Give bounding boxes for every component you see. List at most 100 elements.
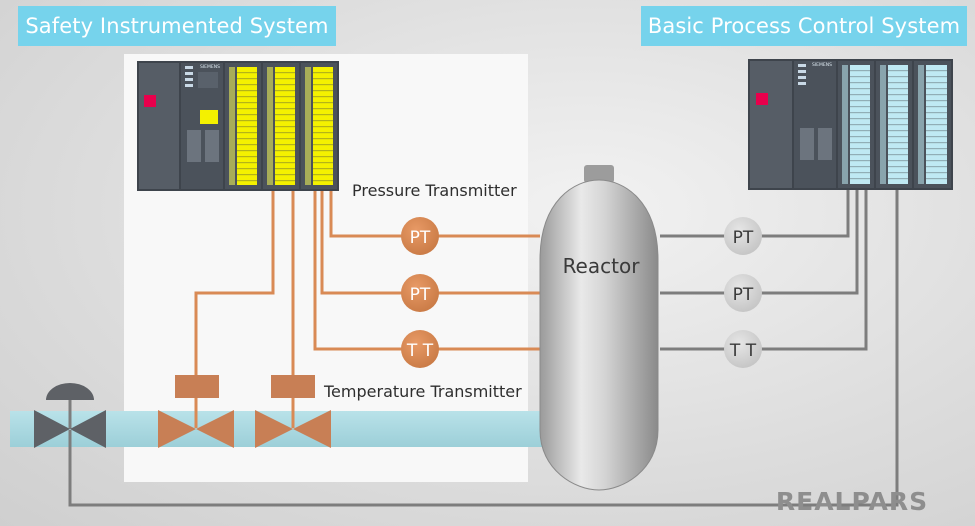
- io-led-stripe: [888, 160, 908, 162]
- io-led-stripe: [926, 88, 947, 90]
- bpcs-plc-rack: SIEMENS: [748, 59, 953, 190]
- io-led-stripe: [275, 78, 295, 80]
- io-led-stripe: [237, 174, 257, 176]
- io-led-stripe: [237, 120, 257, 122]
- io-led-stripe: [888, 112, 908, 114]
- io-led-stripe: [850, 100, 870, 102]
- io-led-stripe: [926, 166, 947, 168]
- bpcs-transmitters: PT PT T T: [724, 217, 762, 368]
- io-led-stripe: [275, 132, 295, 134]
- io-led-stripe: [237, 96, 257, 98]
- sis-temperature-transmitter[interactable]: [401, 330, 439, 368]
- sis-shutdown-valve-2[interactable]: [255, 375, 331, 448]
- bpcs-wiring: [660, 186, 868, 351]
- reactor-label: Reactor: [563, 254, 641, 278]
- bpcs-power-supply: [750, 61, 792, 188]
- bpcs-transmitter-tag: PT: [733, 285, 754, 305]
- pressure-transmitter-label: Pressure Transmitter: [352, 181, 517, 200]
- bpcs-pressure-transmitter-1[interactable]: [724, 217, 762, 255]
- bpcs-pressure-transmitter-2[interactable]: [724, 274, 762, 312]
- sis-shutdown-valve-1[interactable]: [158, 375, 234, 448]
- io-led-stripe: [850, 154, 870, 156]
- io-led-stripe: [237, 126, 257, 128]
- io-led-stripe: [926, 136, 947, 138]
- io-led-stripe: [888, 130, 908, 132]
- bpcs-control-line: [68, 186, 899, 507]
- reactor-vessel: [539, 165, 659, 491]
- io-led-stripe: [313, 108, 333, 110]
- io-led-stripe: [926, 112, 947, 114]
- bpcs-transmitter-tag: PT: [733, 228, 754, 248]
- io-led-stripe: [237, 72, 257, 74]
- sis-power-indicator: [144, 95, 156, 107]
- io-led-stripe: [888, 148, 908, 150]
- io-led-stripe: [850, 160, 870, 162]
- io-led-stripe: [926, 70, 947, 72]
- sis-wiring: [194, 186, 540, 428]
- io-led-stripe: [850, 136, 870, 138]
- io-led-stripe: [313, 180, 333, 182]
- io-led-stripe: [888, 82, 908, 84]
- io-led-stripe: [313, 162, 333, 164]
- io-led-stripe: [275, 96, 295, 98]
- io-led-stripe: [313, 126, 333, 128]
- io-led-stripe: [313, 156, 333, 158]
- io-led-stripe: [237, 168, 257, 170]
- io-led-stripe: [888, 178, 908, 180]
- io-led-stripe: [313, 78, 333, 80]
- io-led-stripe: [313, 84, 333, 86]
- bpcs-plc-brand: SIEMENS: [812, 62, 832, 68]
- io-led-stripe: [850, 148, 870, 150]
- sis-pressure-transmitter-2[interactable]: [401, 274, 439, 312]
- io-led-stripe: [850, 178, 870, 180]
- io-led-stripe: [926, 178, 947, 180]
- io-led-stripe: [888, 106, 908, 108]
- io-led-stripe: [237, 156, 257, 158]
- sis-title: Safety Instrumented System: [18, 6, 336, 46]
- io-led-stripe: [850, 118, 870, 120]
- io-led-stripe: [275, 84, 295, 86]
- io-led-stripe: [313, 144, 333, 146]
- io-led-stripe: [850, 76, 870, 78]
- io-led-stripe: [275, 102, 295, 104]
- io-led-stripe: [888, 100, 908, 102]
- io-led-stripe: [237, 90, 257, 92]
- io-led-stripe: [926, 130, 947, 132]
- io-led-stripe: [926, 160, 947, 162]
- io-led-stripe: [313, 72, 333, 74]
- bpcs-control-valve[interactable]: [34, 383, 106, 448]
- io-led-stripe: [888, 136, 908, 138]
- io-led-stripe: [313, 168, 333, 170]
- io-led-stripe: [313, 96, 333, 98]
- io-led-stripe: [926, 82, 947, 84]
- io-led-stripe: [237, 84, 257, 86]
- io-led-stripe: [275, 162, 295, 164]
- bpcs-cpu-module: [794, 61, 836, 188]
- io-led-stripe: [237, 138, 257, 140]
- bpcs-temperature-transmitter[interactable]: [724, 330, 762, 368]
- io-led-stripe: [275, 108, 295, 110]
- io-led-stripe: [313, 150, 333, 152]
- io-led-stripe: [850, 172, 870, 174]
- sis-transmitters: PT PT T T: [401, 217, 439, 368]
- io-led-stripe: [313, 90, 333, 92]
- io-led-stripe: [926, 106, 947, 108]
- io-led-stripe: [926, 124, 947, 126]
- io-led-stripe: [850, 166, 870, 168]
- sis-pressure-transmitter-1[interactable]: [401, 217, 439, 255]
- io-led-stripe: [275, 114, 295, 116]
- io-led-stripe: [275, 144, 295, 146]
- io-led-stripe: [926, 148, 947, 150]
- io-led-stripe: [237, 108, 257, 110]
- io-led-stripe: [275, 126, 295, 128]
- io-led-stripe: [237, 114, 257, 116]
- io-led-stripe: [850, 142, 870, 144]
- io-led-stripe: [926, 154, 947, 156]
- io-led-stripe: [313, 174, 333, 176]
- io-led-stripe: [888, 70, 908, 72]
- io-led-stripe: [275, 72, 295, 74]
- io-led-stripe: [237, 144, 257, 146]
- io-led-stripe: [850, 94, 870, 96]
- io-led-stripe: [888, 142, 908, 144]
